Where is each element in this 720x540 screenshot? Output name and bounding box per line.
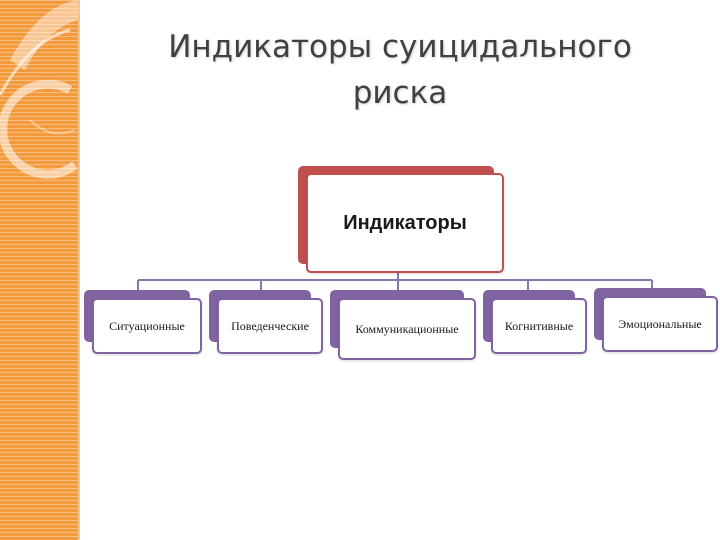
slide-title-line-2: риска <box>352 75 448 111</box>
diagram-child-node-5: Эмоциональные <box>594 288 718 352</box>
diagram-child-node-2: Поведенческие <box>209 290 323 354</box>
slide-title-line-1: Индикаторы суицидального <box>168 29 632 65</box>
child-node-3-label: Коммуникационные <box>355 321 459 336</box>
child-node-5-box: Эмоциональные <box>602 296 718 352</box>
root-node-label: Индикаторы <box>343 211 467 234</box>
child-node-5-label: Эмоциональные <box>618 316 702 331</box>
diagram-child-node-3: Коммуникационные <box>330 290 476 360</box>
child-node-1-box: Ситуационные <box>92 298 202 354</box>
child-node-1-label: Ситуационные <box>109 318 185 333</box>
side-band-edge <box>78 0 80 540</box>
diagram-root-node: Индикаторы <box>298 166 504 274</box>
diagram-child-node-1: Ситуационные <box>84 290 202 354</box>
slide-title: Индикаторы суицидального риска <box>110 24 690 116</box>
child-node-3-box: Коммуникационные <box>338 298 476 360</box>
root-node-box: Индикаторы <box>306 173 504 273</box>
child-node-4-box: Когнитивные <box>491 298 587 354</box>
leaf-ornament-icon <box>0 0 78 179</box>
diagram-child-node-4: Когнитивные <box>483 290 587 354</box>
child-node-2-label: Поведенческие <box>231 318 309 333</box>
child-node-2-box: Поведенческие <box>217 298 323 354</box>
child-node-4-label: Когнитивные <box>504 318 574 333</box>
decorative-side-band <box>0 0 78 540</box>
